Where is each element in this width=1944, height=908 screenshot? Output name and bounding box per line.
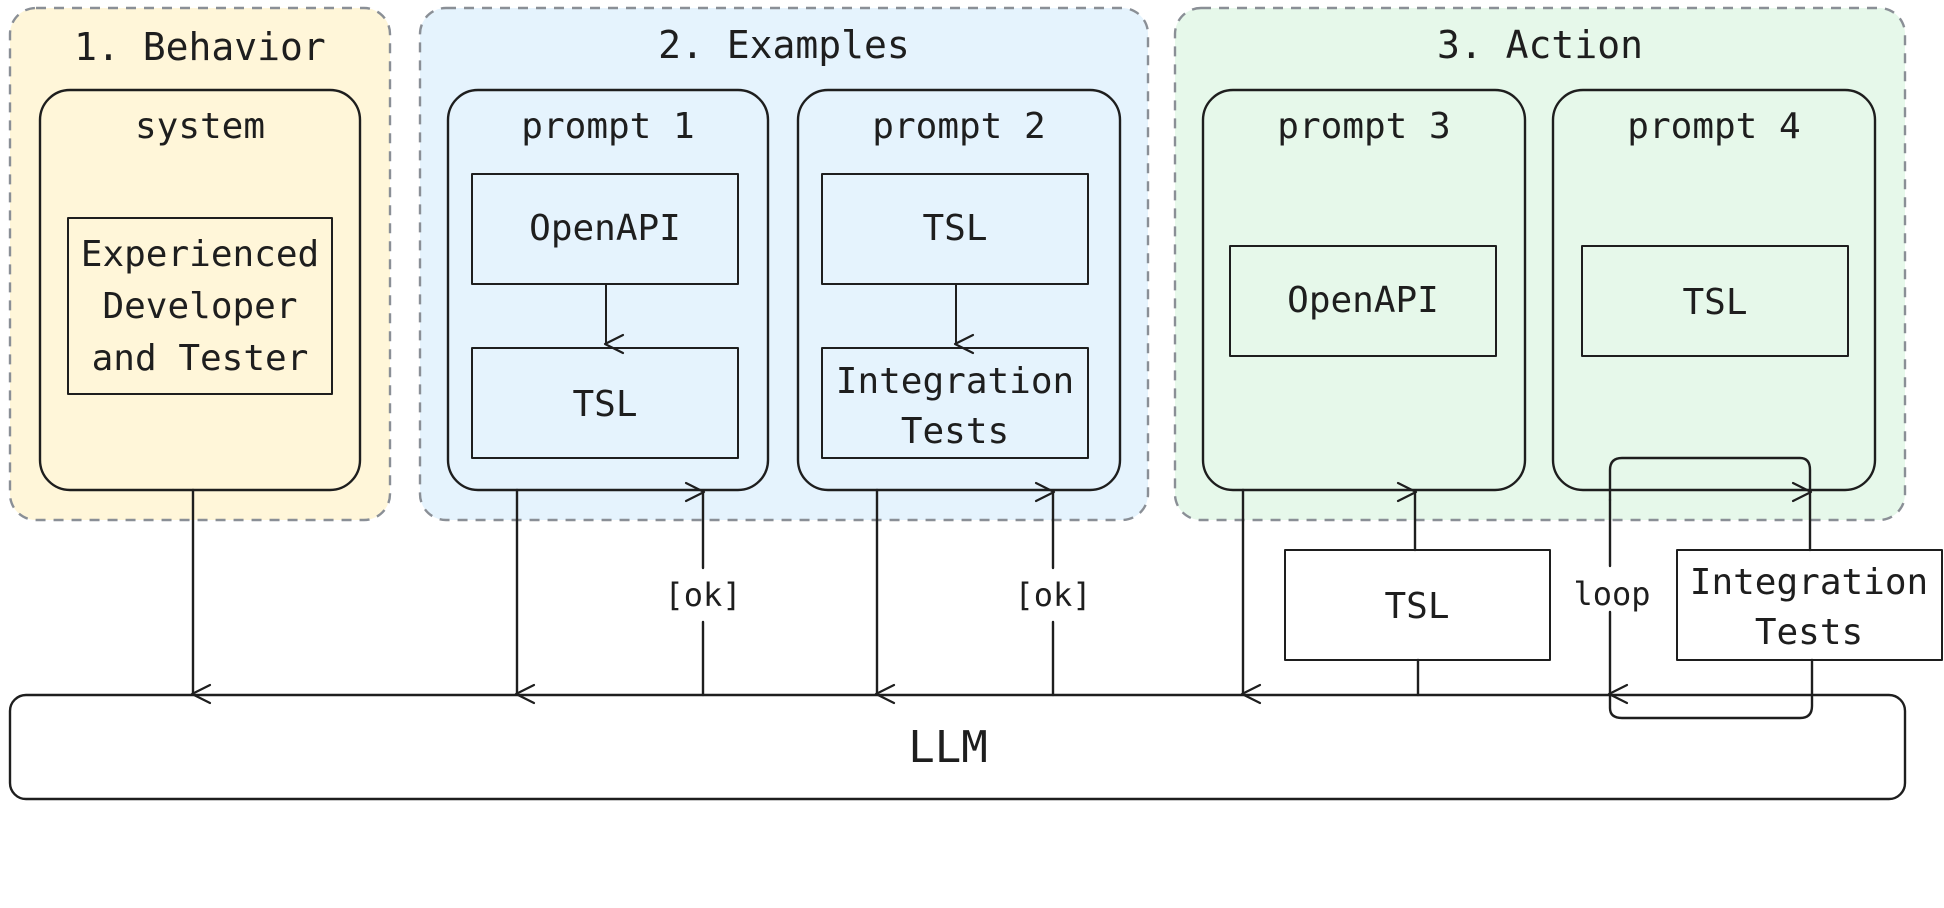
prompt-4-tsl-label: TSL — [1682, 282, 1747, 323]
system-card-title: system — [135, 106, 265, 147]
examples-group-frame — [418, 6, 1150, 522]
behavior-group-frame — [8, 6, 392, 522]
prompt-2-card — [796, 88, 1122, 492]
prompt-3-card — [1201, 88, 1527, 492]
prompt-1-tsl-label: TSL — [572, 384, 637, 425]
integration-output-line-1: Integration — [1690, 562, 1928, 603]
behavior-group-title: 1. Behavior — [74, 25, 326, 69]
llm-label: LLM — [908, 722, 987, 773]
prompt-1-card — [446, 88, 770, 492]
prompt-3-title: prompt 3 — [1277, 106, 1450, 147]
tsl-output-label: TSL — [1384, 586, 1449, 627]
prompt-2-integration-line-2: Tests — [901, 411, 1009, 452]
action-group-frame — [1173, 6, 1907, 522]
prompt-3-openapi-box — [1229, 245, 1497, 357]
llm-block: LLM — [8, 693, 1907, 801]
persona-box — [67, 217, 333, 395]
examples-group: 2. Examples prompt 1 OpenAPI TSL prompt … — [418, 6, 1150, 522]
prompt-3-openapi-label: OpenAPI — [1287, 280, 1439, 321]
loop-label: loop — [1573, 575, 1650, 613]
persona-line-1: Experienced — [81, 234, 319, 275]
loop-connector — [1608, 456, 1812, 502]
prompt-2-tsl-label: TSL — [922, 208, 987, 249]
llm-bar — [8, 693, 1907, 801]
action-group: 3. Action prompt 3 OpenAPI prompt 4 TSL — [1173, 6, 1907, 522]
prompt-1-title: prompt 1 — [521, 106, 694, 147]
prompt-4-title: prompt 4 — [1627, 106, 1800, 147]
prompt-2-integration-line-1: Integration — [836, 361, 1074, 402]
prompt-2-integration-box — [821, 347, 1089, 459]
loop-bottom-connector — [1608, 658, 1814, 720]
prompt-1-tsl-box — [471, 347, 739, 459]
persona-line-2: Developer — [102, 286, 297, 327]
ok-label-1: [ok] — [664, 576, 741, 614]
prompt-4-card — [1551, 88, 1877, 492]
ok-label-2: [ok] — [1014, 576, 1091, 614]
system-card — [38, 88, 362, 492]
prompt-1-openapi-label: OpenAPI — [529, 208, 681, 249]
persona-line-3: and Tester — [92, 338, 309, 379]
prompt-2-title: prompt 2 — [872, 106, 1045, 147]
behavior-group: 1. Behavior system Experienced Developer… — [8, 6, 392, 522]
examples-group-title: 2. Examples — [658, 23, 910, 67]
action-group-title: 3. Action — [1437, 23, 1643, 67]
integration-output-line-2: Tests — [1755, 612, 1863, 653]
prompt-4-tsl-box — [1581, 245, 1849, 357]
